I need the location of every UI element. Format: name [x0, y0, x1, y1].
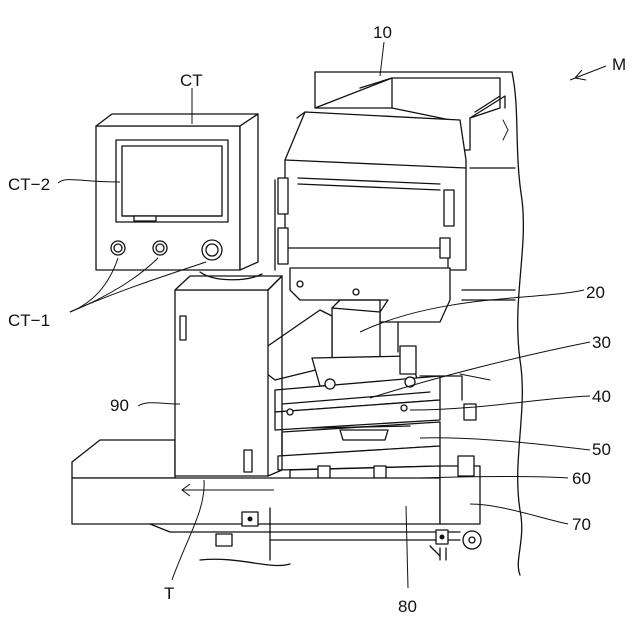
label-controller-screen: CT−2 — [8, 175, 50, 194]
label-unit-30: 30 — [592, 333, 611, 352]
label-unit-70: 70 — [572, 515, 591, 534]
label-cabinet: 90 — [110, 396, 129, 415]
label-head-unit: 20 — [586, 283, 605, 302]
label-supply-unit: 10 — [373, 23, 392, 42]
controller-ct — [96, 114, 262, 280]
label-controller: CT — [180, 71, 203, 90]
cabinet-90 — [175, 276, 282, 476]
label-unit-50: 50 — [592, 440, 611, 459]
label-unit-40: 40 — [592, 387, 611, 406]
label-controller-buttons: CT−1 — [8, 311, 50, 330]
label-conveyor: 80 — [398, 597, 417, 616]
front-cover — [275, 112, 466, 270]
label-machine: M — [612, 55, 626, 74]
label-unit-60: 60 — [572, 469, 591, 488]
label-transport-direction: T — [164, 584, 174, 603]
